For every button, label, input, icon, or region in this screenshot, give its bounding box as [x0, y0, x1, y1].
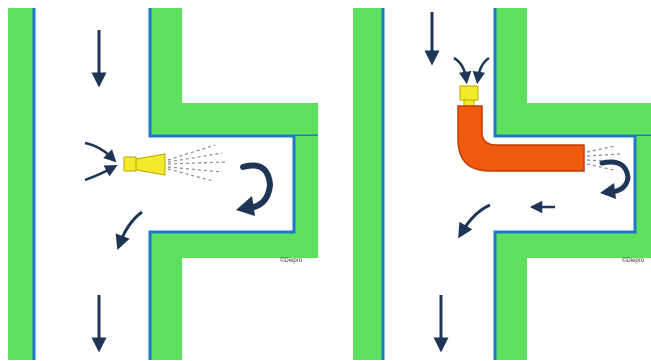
flow-arrow-exit-curve	[115, 210, 143, 251]
right-panel-left-pipe-wall	[353, 8, 383, 360]
lower-wall-edge	[148, 136, 296, 360]
right-air-inlet-arrow-right	[472, 56, 490, 85]
left-pipe-wall	[8, 8, 34, 360]
spray-nozzle	[123, 153, 166, 176]
right-panel-lower-wall-edge	[493, 136, 637, 360]
right-panel-upper-wall	[495, 8, 651, 136]
right-swirl-arrow	[599, 159, 631, 199]
right-spray-nozzle	[459, 85, 479, 107]
air-inlet-arrow-upper	[84, 141, 117, 163]
swirl-arrow	[236, 162, 274, 216]
right-flow-arrow-exit-curve	[458, 203, 491, 239]
right-panel-lower-wall	[495, 136, 651, 360]
upper-wall-branch-top	[150, 8, 318, 136]
panel-right: ©Diepro	[353, 8, 651, 360]
spray-jet	[167, 144, 226, 182]
nozzle-extension-elbow	[457, 105, 585, 172]
lower-wall-branch-bottom	[150, 136, 318, 360]
panel-left: ©Diepro	[8, 8, 318, 360]
air-inlet-arrow-lower	[84, 165, 118, 182]
right-panel-upper-wall-edge	[493, 8, 651, 138]
right-spray-jet	[586, 145, 621, 171]
right-air-inlet-arrow-left	[453, 56, 472, 85]
upper-wall-edge	[148, 8, 318, 138]
credit-label-left: ©Diepro	[280, 257, 303, 264]
credit-label-right: ©Diepro	[622, 257, 645, 264]
